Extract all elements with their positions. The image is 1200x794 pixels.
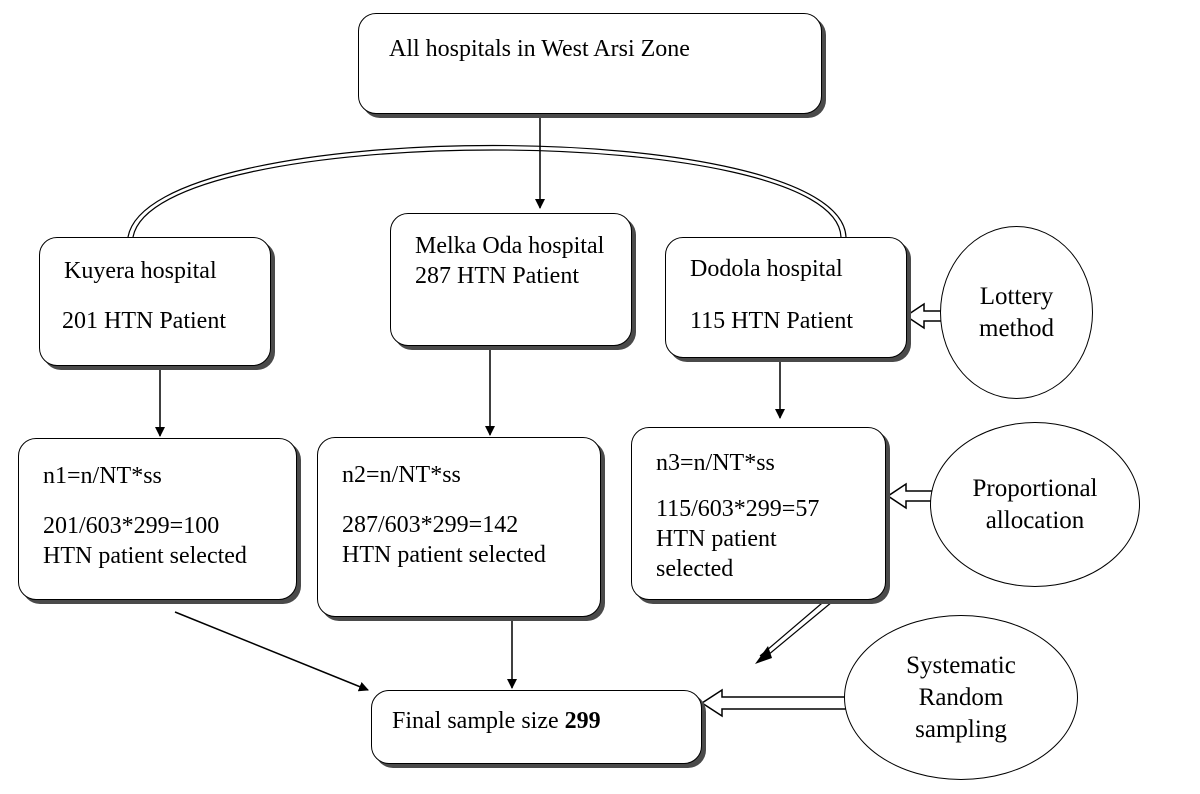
box-all-hospitals: All hospitals in West Arsi Zone [358,13,822,114]
dodola-hospital-name: Dodola hospital [690,256,843,282]
n3-calculation: 115/603*299=57 [656,496,820,522]
kuyera-hospital-name: Kuyera hospital [64,258,217,284]
box-n3-allocation: n3=n/NT*ss 115/603*299=57 HTN patient se… [631,427,886,600]
final-sample-size-value: 299 [564,708,601,734]
n2-formula: n2=n/NT*ss [342,462,461,488]
dodola-hospital-patients: 115 HTN Patient [690,308,854,334]
final-sample-size-label: Final sample size 299 [392,706,601,736]
systematic-line-3: sampling [915,715,1007,743]
box-n1-allocation: n1=n/NT*ss 201/603*299=100 HTN patient s… [18,438,297,600]
n3-result: HTN patient selected [656,526,777,582]
oval-systematic-random-sampling: Systematic Random sampling [844,615,1078,780]
n2-calculation: 287/603*299=142 [342,512,519,538]
box-kuyera-hospital: Kuyera hospital 201 HTN Patient [39,237,271,366]
all-hospitals-label: All hospitals in West Arsi Zone [389,36,690,62]
box-final-sample-size: Final sample size 299 [371,690,702,764]
arrow-n3-to-final-head [755,646,772,664]
proportional-allocation-line-1: Proportional [972,474,1098,502]
arrow-n1-to-final [174,611,369,692]
hollow-arrow-systematic [700,688,847,718]
n1-formula: n1=n/NT*ss [43,463,162,489]
lottery-method-line-2: method [979,314,1054,342]
n1-calculation: 201/603*299=100 [43,513,220,539]
n1-result: HTN patient selected [43,543,247,569]
oval-proportional-allocation: Proportional allocation [930,422,1140,587]
hospital-bracket-arc-inner [132,149,842,238]
lottery-method-line-1: Lottery [979,282,1054,310]
final-sample-size-text: Final sample size [392,708,565,734]
box-n2-allocation: n2=n/NT*ss 287/603*299=142 HTN patient s… [317,437,601,617]
n2-result: HTN patient selected [342,542,546,568]
proportional-allocation-line-2: allocation [985,506,1085,534]
box-melka-oda-hospital: Melka Oda hospital 287 HTN Patient [390,213,632,346]
box-dodola-hospital: Dodola hospital 115 HTN Patient [665,237,907,358]
systematic-line-2: Random [918,683,1004,711]
n3-formula: n3=n/NT*ss [656,450,775,476]
hospital-bracket-arc-outer [127,144,847,238]
arrow-n3-to-final-outer [761,601,833,661]
systematic-line-1: Systematic [906,651,1016,679]
kuyera-hospital-patients: 201 HTN Patient [62,308,226,334]
oval-lottery-method: Lottery method [940,226,1093,399]
melka-oda-hospital-text: Melka Oda hospital 287 HTN Patient [415,233,605,289]
arrow-n3-to-final-inner [759,597,829,657]
